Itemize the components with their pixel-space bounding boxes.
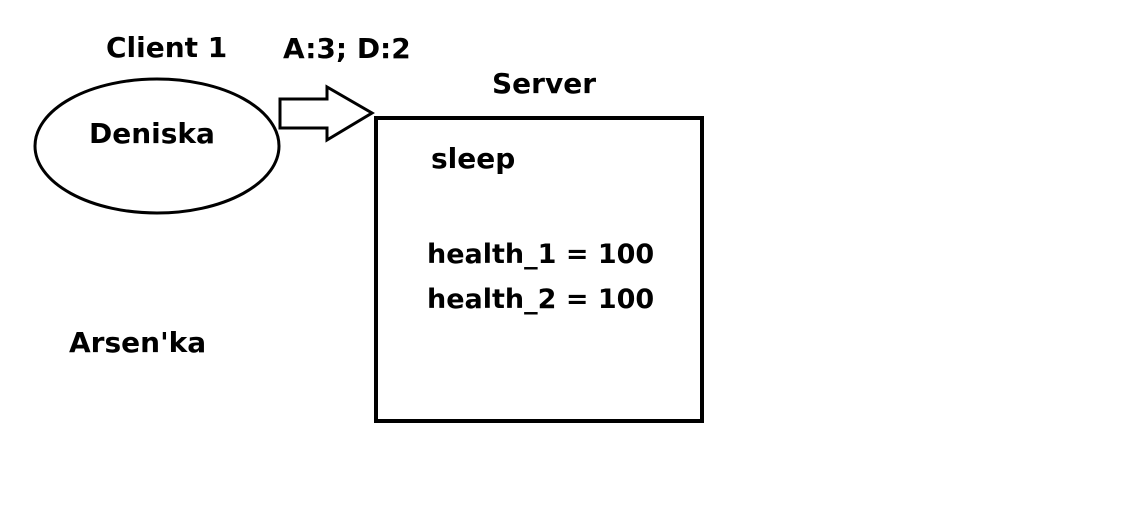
server-state-label: sleep — [431, 142, 516, 175]
server-box — [374, 116, 704, 423]
request-arrow — [278, 84, 375, 143]
client-2-name: Arsen'ka — [69, 326, 207, 359]
message-label: A:3; D:2 — [283, 32, 411, 65]
client-1-ellipse — [33, 77, 281, 215]
health-1-value: health_1 = 100 — [427, 239, 655, 270]
client-1-heading: Client 1 — [106, 31, 228, 64]
client-1-name: Deniska — [89, 117, 215, 150]
health-2-value: health_2 = 100 — [427, 284, 655, 315]
server-heading: Server — [492, 67, 597, 100]
